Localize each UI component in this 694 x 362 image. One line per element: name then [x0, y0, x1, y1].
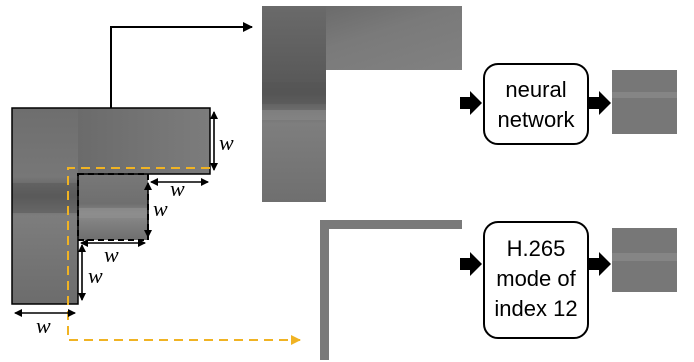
h265-label-line3: index 12 — [494, 296, 577, 321]
target-block — [78, 174, 148, 240]
block-arrow-into-h265 — [460, 252, 482, 276]
nn-input-context — [262, 6, 462, 202]
w-label-left: w — [88, 263, 103, 288]
nn-input-dark-band — [262, 82, 326, 104]
h265-prediction-block — [612, 228, 677, 292]
h265-mode-box-frame — [483, 221, 589, 339]
h265-label-line1: H.265 — [507, 236, 566, 261]
block-boundary-dashed — [77, 173, 149, 241]
h265-input-left — [320, 220, 329, 360]
block-light-stripe — [78, 208, 148, 218]
arrow-to-nn-input — [110, 22, 253, 108]
nn-input-left — [262, 6, 326, 202]
w-label-block-bottom: w — [104, 242, 119, 267]
block-arrow-into-nn — [460, 91, 482, 115]
w-label-bottom: w — [36, 313, 51, 338]
neural-network-box-frame — [483, 63, 589, 145]
dashed-context-boundary — [67, 167, 301, 345]
nn-prediction-fill — [612, 70, 677, 134]
nn-prediction-stripe — [612, 92, 677, 98]
block-arrow-out-of-h265 — [589, 252, 611, 276]
nn-input-light-band — [262, 110, 326, 120]
neural-network-label-line1: neural — [505, 77, 566, 102]
w-label-block: w — [153, 196, 168, 221]
context-region — [11, 107, 211, 305]
block-arrow-out-of-nn — [589, 91, 611, 115]
h265-prediction-stripe — [612, 253, 677, 261]
h265-input-top — [320, 220, 462, 229]
dimension-annotations: w w w w w w — [14, 111, 234, 338]
w-label-top: w — [170, 176, 185, 201]
nn-prediction-block — [612, 70, 677, 134]
neural-network-label-line2: network — [497, 107, 575, 132]
w-label-right: w — [219, 130, 234, 155]
h265-input-context — [320, 220, 462, 360]
h265-label-line2: mode of — [496, 266, 576, 291]
h265-mode-box: H.265 mode of index 12 — [483, 221, 589, 339]
neural-network-box: neural network — [483, 63, 589, 145]
